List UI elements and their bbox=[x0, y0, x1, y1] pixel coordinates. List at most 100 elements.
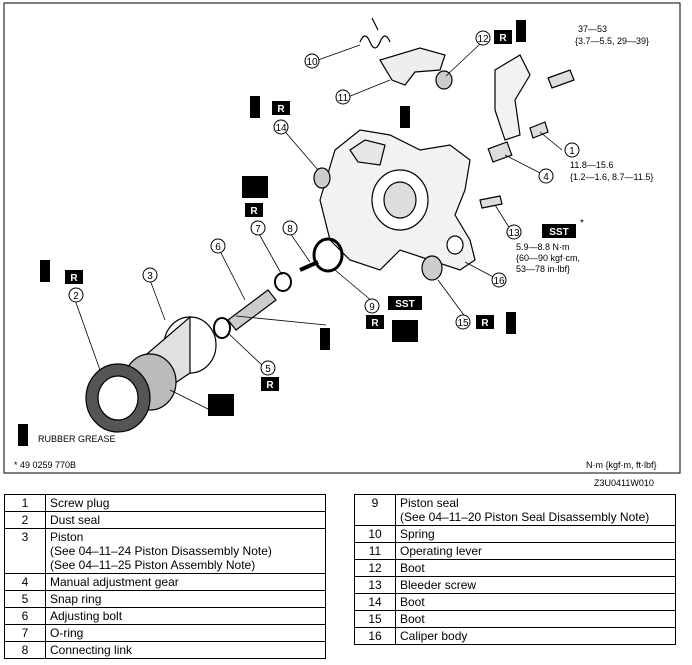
svg-text:15: 15 bbox=[457, 318, 469, 329]
part-number: 2 bbox=[4, 511, 46, 529]
sst-number: * 49 0259 770B bbox=[14, 460, 76, 470]
torque-top-1: 37—53 bbox=[578, 24, 607, 34]
part-number: 11 bbox=[354, 542, 396, 560]
torque-top-2: {3.7—5.5, 29—39} bbox=[575, 36, 649, 46]
svg-text:8: 8 bbox=[287, 224, 293, 235]
callout-7 bbox=[250, 220, 266, 236]
boot-14-drawing bbox=[313, 167, 331, 189]
svg-text:R: R bbox=[277, 104, 285, 115]
part-name: Piston (See 04–11–24 Piston Disassembly … bbox=[45, 528, 326, 574]
part-number: 3 bbox=[4, 528, 46, 574]
svg-text:6: 6 bbox=[215, 242, 221, 253]
grease-tube-icon bbox=[250, 96, 260, 118]
svg-text:14: 14 bbox=[275, 123, 287, 134]
figure-code: Z3U0411W010 bbox=[594, 478, 654, 488]
grease-tube-icon bbox=[506, 312, 516, 334]
svg-text:11: 11 bbox=[338, 93, 349, 104]
torque-13-2: {60—90 kgf·cm, bbox=[516, 253, 580, 263]
part-name: O-ring bbox=[45, 624, 326, 642]
part-name: Adjusting bolt bbox=[45, 607, 326, 625]
exploded-diagram: 1 2 3 4 5 6 7 8 9 10 11 12 13 14 15 16 R… bbox=[3, 2, 681, 474]
part-name: Operating lever bbox=[395, 542, 676, 560]
callout-11 bbox=[335, 89, 351, 105]
badge-r-15: R bbox=[476, 315, 494, 329]
svg-text:R: R bbox=[250, 206, 258, 217]
grease-tube-icon bbox=[18, 424, 28, 446]
svg-text:R: R bbox=[70, 273, 78, 284]
callout-6 bbox=[210, 238, 226, 254]
callout-2 bbox=[68, 287, 84, 303]
brake-fluid-icon bbox=[208, 394, 234, 416]
badge-r-9: R bbox=[366, 315, 384, 329]
part-name: Spring bbox=[395, 525, 676, 543]
o-ring-drawing bbox=[274, 272, 292, 292]
part-name: Snap ring bbox=[45, 590, 326, 608]
callout-1 bbox=[564, 142, 580, 158]
callout-5 bbox=[260, 360, 276, 376]
brake-fluid-icons bbox=[208, 176, 418, 416]
part-number: 4 bbox=[4, 573, 46, 591]
part-name: Manual adjustment gear bbox=[45, 573, 326, 591]
callout-3 bbox=[142, 267, 158, 283]
svg-text:1: 1 bbox=[569, 146, 575, 157]
grease-tube-icon bbox=[40, 260, 50, 282]
part-name: Dust seal bbox=[45, 511, 326, 529]
svg-text:9: 9 bbox=[369, 302, 375, 313]
svg-text:13: 13 bbox=[508, 228, 520, 239]
part-name: Caliper body bbox=[395, 627, 676, 645]
part-number: 16 bbox=[354, 627, 396, 645]
boot-12-drawing bbox=[435, 70, 453, 90]
svg-text:R: R bbox=[266, 380, 274, 391]
svg-text:SST: SST bbox=[395, 299, 414, 310]
badge-r-14: R bbox=[272, 101, 290, 115]
grease-tube-icons bbox=[18, 20, 526, 446]
adjusting-bolt-drawing bbox=[227, 289, 277, 331]
spring-drawing bbox=[359, 17, 391, 49]
svg-text:16: 16 bbox=[493, 276, 505, 287]
screw-plug-drawing bbox=[547, 69, 575, 89]
svg-text:5: 5 bbox=[265, 364, 271, 375]
callout-10 bbox=[304, 53, 320, 69]
part-number: 14 bbox=[354, 593, 396, 611]
part-number: 10 bbox=[354, 525, 396, 543]
svg-text:12: 12 bbox=[477, 34, 489, 45]
bracket-drawing bbox=[494, 54, 531, 141]
part-number: 9 bbox=[354, 494, 396, 526]
part-number: 13 bbox=[354, 576, 396, 594]
grease-tube-icon bbox=[320, 328, 330, 350]
part-number: 12 bbox=[354, 559, 396, 577]
callout-13 bbox=[506, 224, 522, 240]
callout-15 bbox=[455, 314, 471, 330]
torque-1-2: {1.2—1.6, 8.7—11.5} bbox=[570, 172, 653, 182]
brake-fluid-icon bbox=[392, 320, 418, 342]
manual-gear-drawing bbox=[487, 141, 513, 163]
part-name: Boot bbox=[395, 610, 676, 628]
callout-16 bbox=[491, 272, 507, 288]
callout-14 bbox=[273, 119, 289, 135]
svg-text:10: 10 bbox=[306, 57, 318, 68]
torque-13-3: 53—78 in·lbf} bbox=[516, 264, 570, 274]
torque-1-1: 11.8—15.6 bbox=[570, 160, 613, 170]
badge-r-2: R bbox=[65, 270, 83, 284]
brake-fluid-icon bbox=[242, 176, 268, 198]
bleeder-screw-drawing bbox=[479, 195, 503, 209]
svg-text:4: 4 bbox=[543, 172, 549, 183]
part-name: Screw plug bbox=[45, 494, 326, 512]
callout-4 bbox=[538, 168, 554, 184]
part-number: 1 bbox=[4, 494, 46, 512]
part-name: Boot bbox=[395, 559, 676, 577]
svg-text:2: 2 bbox=[73, 291, 79, 302]
